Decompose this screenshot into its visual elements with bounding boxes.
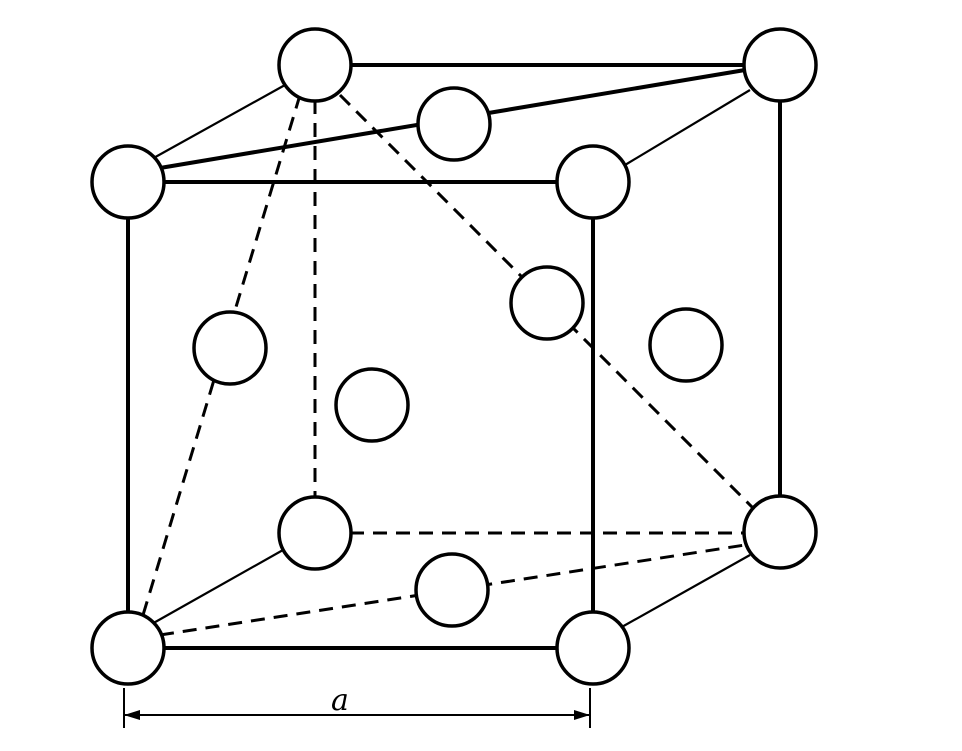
lattice-dimension: a — [123, 683, 591, 728]
atom-face-right — [648, 307, 724, 383]
atom-corner-back-top-right — [742, 27, 818, 103]
atom-corner-back-bottom-left — [277, 495, 353, 571]
lattice-parameter-label: a — [331, 683, 349, 718]
atom-corner-front-bottom-left — [90, 610, 166, 686]
visible-edges — [126, 63, 782, 650]
atom-corner-back-top-left — [277, 27, 353, 103]
atom-corner-back-bottom-right — [742, 494, 818, 570]
dimension-arrow-left — [124, 710, 140, 720]
edge-top-left-depth — [149, 84, 286, 161]
atom-corner-front-bottom-right — [555, 610, 631, 686]
atom-face-front — [509, 265, 585, 341]
edge-bottom-right-depth — [619, 554, 751, 629]
atom-corner-front-top-right — [555, 144, 631, 220]
atoms — [90, 27, 818, 686]
edge-bottom-left-depth — [149, 549, 284, 626]
atom-face-top — [416, 86, 492, 162]
tetrahedron-edge-bottom — [159, 543, 746, 637]
atom-face-back — [334, 367, 410, 443]
atom-corner-front-top-left — [90, 144, 166, 220]
edge-top-right-depth — [624, 89, 751, 166]
tetrahedron-edge-diagonal — [338, 93, 757, 512]
atom-face-bottom — [414, 552, 490, 628]
dimension-arrow-right — [574, 710, 590, 720]
atom-face-left — [192, 310, 268, 386]
